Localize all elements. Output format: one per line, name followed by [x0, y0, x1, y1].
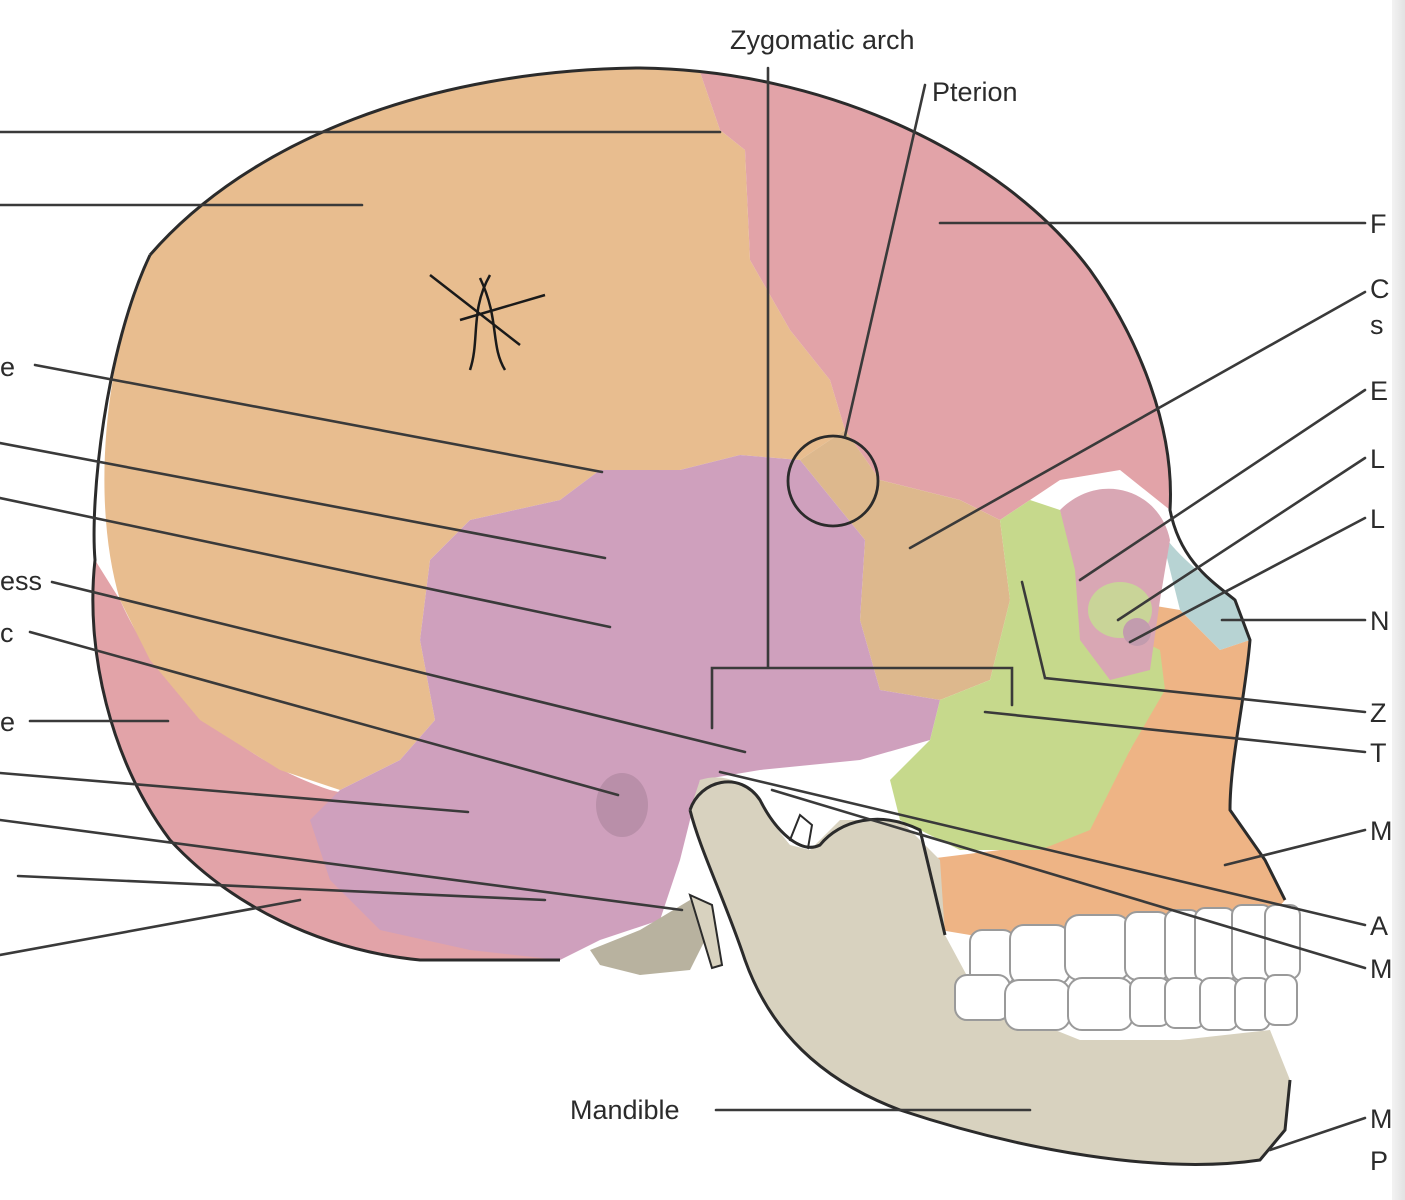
left-label-fragment-2: ess [0, 566, 42, 596]
zygomatic-arch-label: Zygomatic arch [730, 25, 915, 55]
left-leader-4 [0, 441, 607, 560]
tooth [1009, 924, 1071, 986]
right-leader-3 [1078, 388, 1367, 582]
right-label-fragment-1: F [1370, 209, 1387, 239]
left-label-fragment-4: e [0, 707, 15, 737]
pterion-label: Pterion [932, 77, 1018, 107]
tooth [1199, 977, 1239, 1031]
temporal-bone [310, 455, 940, 960]
pterion-marker [786, 434, 880, 528]
tooth [1067, 977, 1134, 1031]
left-leader-12 [0, 898, 302, 957]
zygomatic-bone [890, 500, 1165, 850]
right-label-fragment-7: Z [1370, 698, 1387, 728]
styloid-process [688, 893, 724, 970]
tooth [954, 974, 1011, 1021]
parietal-suture-mark [429, 274, 546, 371]
tooth [1004, 979, 1071, 1031]
left-leader-11 [16, 874, 547, 902]
left-label-fragment-3: c [0, 618, 14, 648]
tooth [1124, 911, 1171, 981]
page-edge-shadow [1392, 0, 1405, 1200]
tooth [1264, 974, 1298, 1026]
parietal-bone [104, 68, 846, 790]
mastoid-process [590, 900, 710, 975]
skull-back-outline [91, 254, 560, 962]
leader-lines [0, 66, 1367, 1152]
right-label-fragment-11: M [1370, 954, 1393, 984]
right-label-fragment-3: E [1370, 376, 1388, 406]
right-label-fragment-2a: C [1370, 274, 1390, 304]
right-label-fragment-12a: M [1370, 1104, 1393, 1134]
left-leader-10 [0, 818, 684, 912]
right-leader-5 [1128, 516, 1367, 644]
right-leader-10 [718, 770, 1367, 927]
right-label-fragment-2b: s [1370, 310, 1384, 340]
left-leader-6 [50, 580, 747, 754]
skull-outline [148, 66, 1287, 901]
left-leader-7 [28, 630, 620, 797]
left-label-fragment-1: e [0, 352, 15, 382]
left-leader-5 [0, 496, 612, 629]
tooth [1064, 914, 1131, 981]
right-leader-9 [1223, 828, 1367, 867]
right-leader-4 [1116, 456, 1367, 622]
right-label-fragment-6: N [1370, 606, 1390, 636]
right-label-fragment-9: M [1370, 816, 1393, 846]
right-leader-2 [908, 290, 1367, 550]
left-leader-3 [33, 363, 604, 474]
left-leader-9 [0, 771, 470, 814]
right-leader-12 [1268, 1116, 1367, 1152]
pterion-leader [843, 83, 927, 438]
right-leader-7 [1020, 580, 1367, 714]
mandible-bone [690, 777, 1290, 1165]
right-label-fragment-5: L [1370, 504, 1385, 534]
maxilla-bone [920, 600, 1285, 940]
frontal-bone [640, 68, 1171, 520]
mandible-label: Mandible [570, 1095, 680, 1125]
zygomatic-arch-leader [710, 66, 1014, 730]
external-acoustic-meatus [596, 773, 648, 837]
lacrimal-fossa [1123, 618, 1151, 646]
right-label-fragment-10: A [1370, 911, 1388, 941]
right-leader-8 [983, 710, 1367, 754]
sphenoid-bone [800, 430, 1010, 700]
right-leader-11 [770, 788, 1367, 970]
right-label-fragment-4: L [1370, 444, 1385, 474]
right-label-fragment-12b: P [1370, 1146, 1388, 1176]
right-label-fragment-8: T [1370, 738, 1387, 768]
